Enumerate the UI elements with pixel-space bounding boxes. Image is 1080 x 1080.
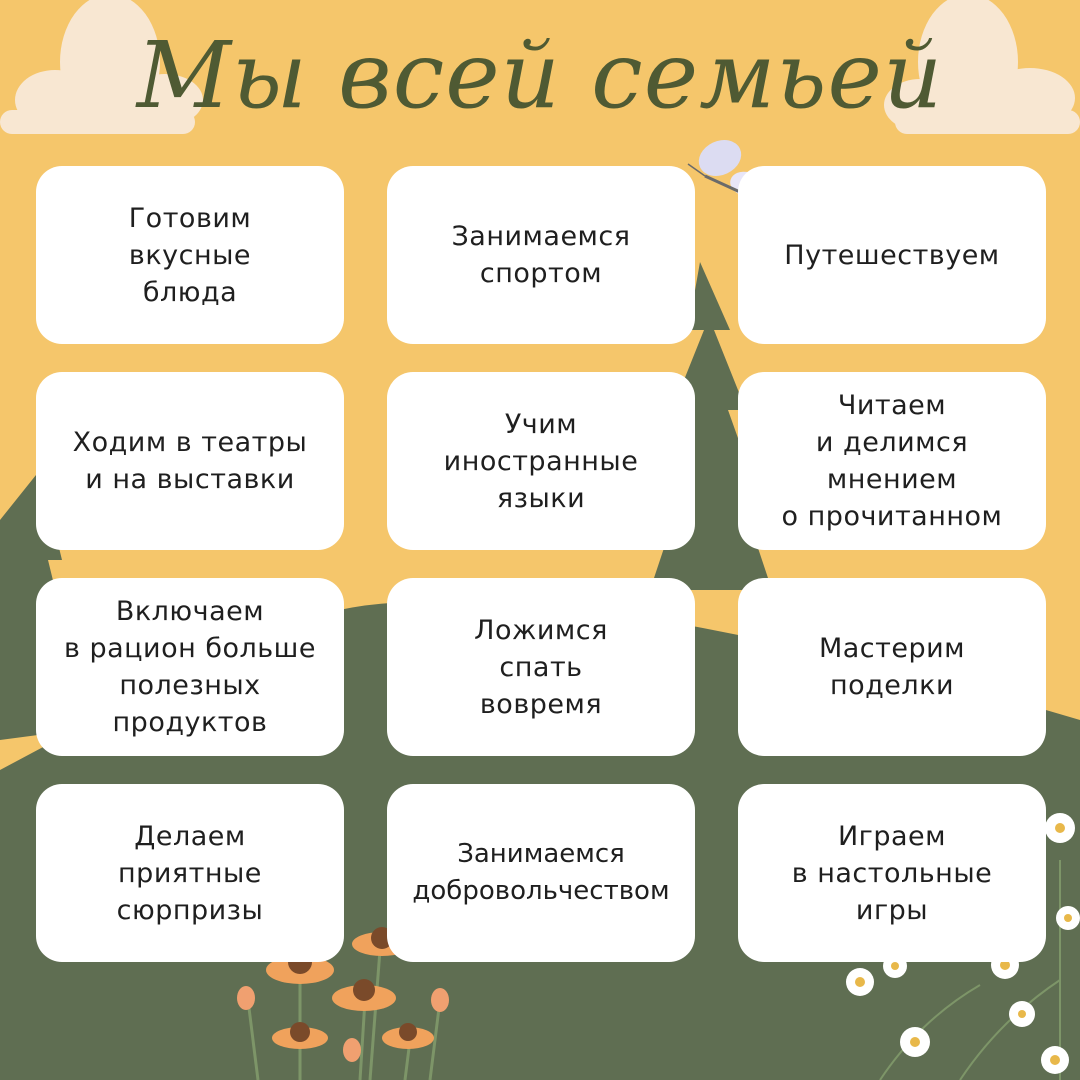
card-label: Занимаемся спортом <box>451 221 631 289</box>
activity-card: Ходим в театры и на выставки <box>36 372 344 550</box>
card-label: Готовим вкусные блюда <box>128 202 252 308</box>
card-label: Мастерим поделки <box>818 633 966 701</box>
activity-card: Занимаемся спортом <box>387 166 695 344</box>
card-label: Играем в настольные игры <box>791 820 993 926</box>
activity-card: Играем в настольные игры <box>738 784 1046 962</box>
activity-card: Включаем в рацион больше полезных продук… <box>36 578 344 756</box>
cloud-left-icon <box>0 0 203 134</box>
activity-card: Путешествуем <box>738 166 1046 344</box>
card-label: Ходим в театры и на выставки <box>72 427 308 495</box>
activity-card: Читаем и делимся мнением о прочитанном <box>738 372 1046 550</box>
card-label: Ложимся спать вовремя <box>474 614 608 720</box>
activity-card: Готовим вкусные блюда <box>36 166 344 344</box>
activity-card: Делаем приятные сюрпризы <box>36 784 344 962</box>
cloud-right-icon <box>884 0 1080 134</box>
card-label: Делаем приятные сюрпризы <box>116 820 264 926</box>
card-label: Включаем в рацион больше полезных продук… <box>63 596 317 738</box>
card-label: Занимаемся добровольчеством <box>412 839 670 906</box>
activity-card: Занимаемся добровольчеством <box>387 784 695 962</box>
card-label: Читаем и делимся мнением о прочитанном <box>781 390 1003 532</box>
activity-card: Ложимся спать вовремя <box>387 578 695 756</box>
card-label: Путешествуем <box>784 239 1000 271</box>
activity-card: Мастерим поделки <box>738 578 1046 756</box>
card-label: Учим иностранные языки <box>443 408 639 514</box>
activity-card: Учим иностранные языки <box>387 372 695 550</box>
page-title: Мы всей семьей <box>136 21 944 129</box>
